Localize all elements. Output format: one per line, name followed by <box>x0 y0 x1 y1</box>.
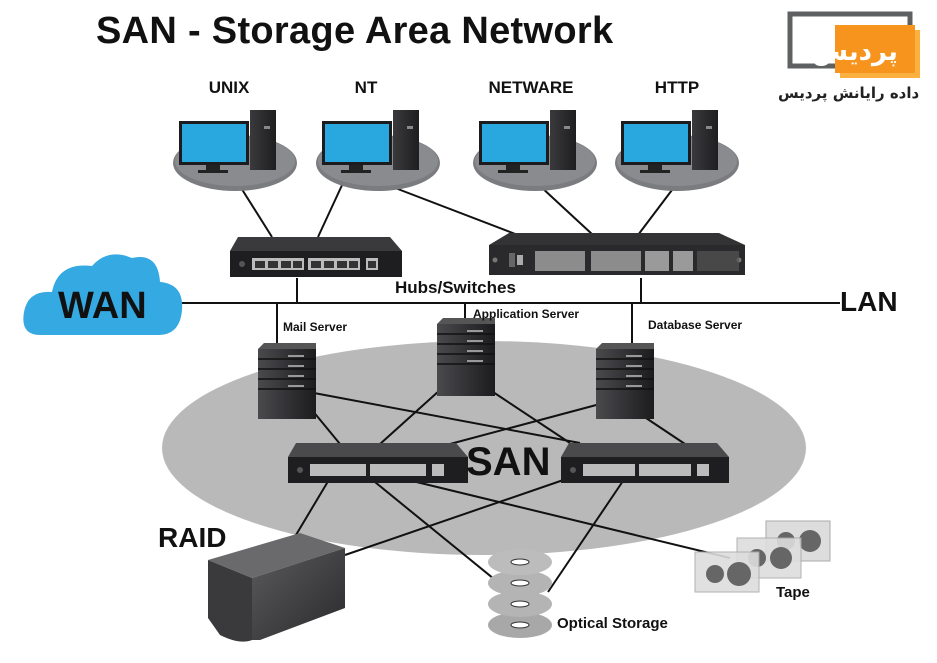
raid-label: RAID <box>158 522 227 553</box>
optical-storage-label: Optical Storage <box>557 615 668 632</box>
client-unix <box>173 110 297 191</box>
server-label-application: Application Server <box>473 307 580 321</box>
page-title: SAN - Storage Area Network <box>96 10 614 52</box>
wan-label: WAN <box>58 285 147 327</box>
client-label-unix: UNIX <box>208 78 250 97</box>
optical-storage <box>488 549 552 638</box>
tower-icon <box>550 110 576 170</box>
tape-label: Tape <box>776 584 810 601</box>
san-switch-right <box>561 443 729 483</box>
lan-label: LAN <box>840 286 898 317</box>
client-nt <box>316 110 440 191</box>
tower-icon <box>250 110 276 170</box>
connection-lines <box>180 182 840 593</box>
san-switch-left <box>288 443 468 483</box>
server-label-database: Database Server <box>648 318 743 332</box>
svg-text:پردیس: پردیس <box>812 37 898 67</box>
rack-switch <box>489 233 745 275</box>
server-label-mail: Mail Server <box>283 320 348 334</box>
client-http <box>615 110 739 191</box>
raid-device <box>208 533 345 642</box>
hub-switch-small <box>230 237 402 277</box>
san-label: SAN <box>466 440 551 484</box>
server-database <box>596 343 654 419</box>
client-label-nt: NT <box>354 78 378 97</box>
tower-icon <box>393 110 419 170</box>
pardis-logo: پردیس <box>787 11 920 78</box>
server-application <box>437 318 495 396</box>
tower-icon <box>692 110 718 170</box>
logo-subtitle: داده رایانش پردیس <box>778 84 920 102</box>
hubs-switches-label: Hubs/Switches <box>395 278 516 297</box>
tape-cartridges <box>694 520 831 593</box>
wan-cloud <box>23 254 183 335</box>
client-netware <box>473 110 597 191</box>
client-label-http: HTTP <box>654 78 700 97</box>
client-label-netware: NETWARE <box>488 78 574 97</box>
server-mail <box>258 343 316 419</box>
